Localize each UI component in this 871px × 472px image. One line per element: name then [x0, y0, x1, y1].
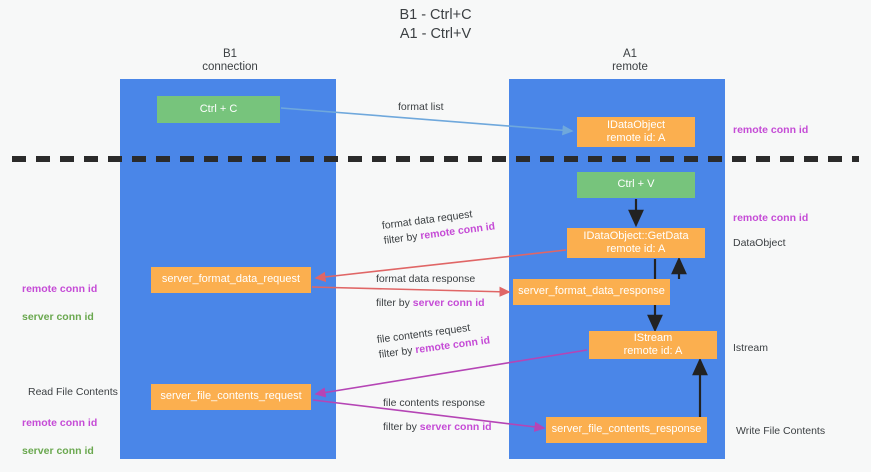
- right-label-remote-conn-id-mid: remote conn id: [733, 212, 809, 224]
- right-label-remote-conn-id-top: remote conn id: [733, 124, 809, 136]
- left-label-conn-ids-2: remote conn id server conn id: [22, 402, 97, 472]
- left-label-read-file-contents: Read File Contents: [28, 386, 118, 398]
- filter-prefix: filter by: [383, 230, 422, 247]
- left-label-remote-conn-id: remote conn id: [22, 283, 98, 295]
- edge-label-file-contents-response-text: file contents response: [383, 397, 486, 409]
- edge-label-format-data-response: format data response filter by server co…: [376, 272, 485, 311]
- edge-label-format-data-response-filter: filter by server conn id: [376, 296, 485, 311]
- edge-label-format-list-text: format list: [398, 101, 444, 113]
- node-idataobject[interactable]: IDataObject remote id: A: [577, 117, 695, 147]
- edge-label-format-data-response-text: format data response: [376, 273, 476, 285]
- lane-header-a1: A1 remote: [612, 48, 648, 73]
- edge-label-file-contents-response-filter: filter by server conn id: [383, 420, 492, 435]
- left-label-remote-conn-id-2: remote conn id: [22, 417, 98, 429]
- node-server-file-contents-response[interactable]: server_file_contents_response: [546, 417, 707, 443]
- edge-label-format-data-request: format data request filter by remote con…: [381, 205, 496, 249]
- right-label-write-file-contents: Write File Contents: [736, 425, 826, 437]
- lane-header-b1: B1 connection: [202, 48, 258, 73]
- left-label-conn-ids: remote conn id server conn id: [22, 268, 97, 338]
- filter-value-server-conn-id: server conn id: [412, 297, 485, 309]
- left-label-server-conn-id-2: server conn id: [22, 445, 94, 457]
- node-idataobject-getdata[interactable]: IDataObject::GetData remote id: A: [567, 228, 705, 258]
- filter-value-server-conn-id: server conn id: [419, 421, 492, 433]
- edge-label-file-contents-request: file contents request filter by remote c…: [376, 319, 491, 363]
- filter-prefix: filter by: [376, 297, 413, 309]
- left-label-server-conn-id: server conn id: [22, 311, 94, 323]
- node-ctrl-c[interactable]: Ctrl + C: [157, 96, 280, 123]
- filter-prefix: filter by: [378, 344, 417, 361]
- diagram-title: B1 - Ctrl+C A1 - Ctrl+V: [399, 7, 472, 42]
- right-label-istream: Istream: [733, 342, 769, 354]
- node-istream[interactable]: IStream remote id: A: [589, 331, 717, 359]
- node-server-format-data-response[interactable]: server_format_data_response: [513, 279, 670, 305]
- filter-prefix: filter by: [383, 421, 420, 433]
- node-server-format-data-request[interactable]: server_format_data_request: [151, 267, 311, 293]
- phase-divider: [12, 156, 859, 162]
- node-ctrl-v[interactable]: Ctrl + V: [577, 172, 695, 198]
- edge-label-file-contents-response: file contents response filter by server …: [383, 396, 492, 435]
- node-server-file-contents-request[interactable]: server_file_contents_request: [151, 384, 311, 410]
- edge-label-format-list: format list: [398, 100, 444, 115]
- right-label-dataobject: DataObject: [733, 237, 786, 249]
